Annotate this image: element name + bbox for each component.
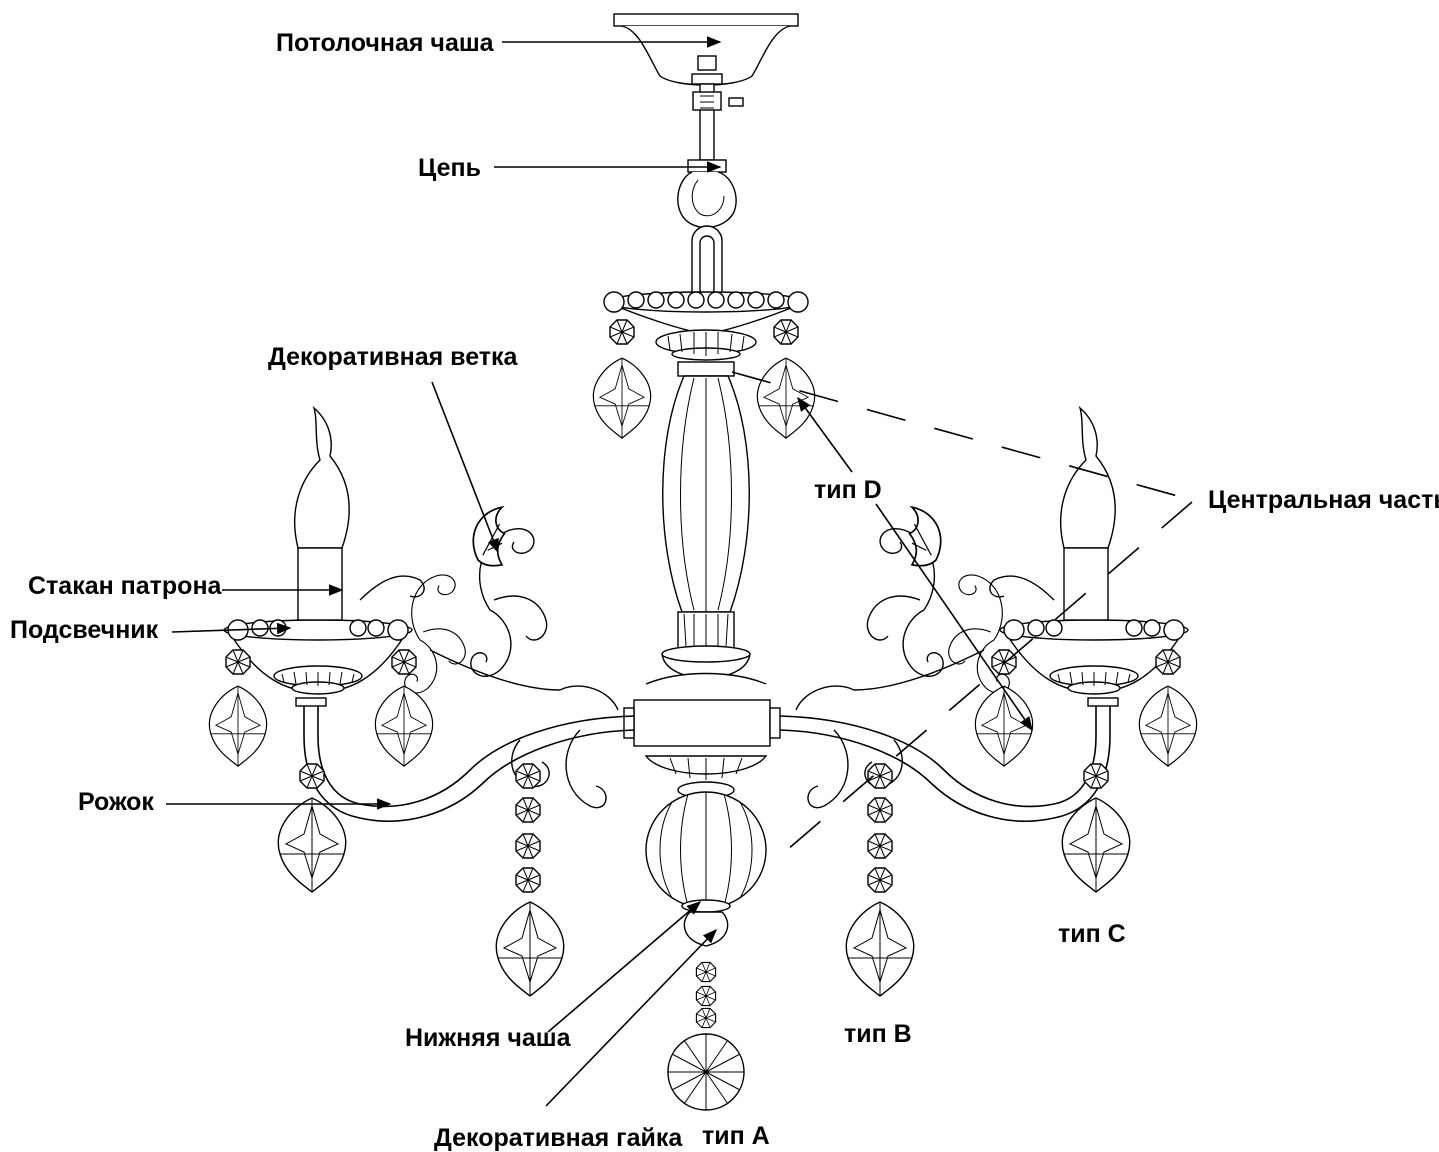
label-type-a: тип A (702, 1122, 770, 1150)
label-central-part: Центральная часть (1208, 486, 1439, 514)
label-socket-cup: Стакан патрона (28, 572, 223, 600)
label-lower-bowl: Нижняя чаша (405, 1024, 572, 1052)
label-ceiling-cup: Потолочная чаша (276, 29, 495, 57)
central-part-drawing (603, 291, 809, 947)
leader-lines (166, 36, 1193, 1107)
label-chain: Цепь (418, 154, 481, 182)
label-type-c: тип C (1058, 920, 1126, 948)
ceiling-cup-drawing (613, 13, 799, 307)
label-decorative-nut: Декоративная гайка (434, 1124, 683, 1152)
labels: Потолочная чаша Цепь Декоративная ветка … (10, 29, 1439, 1152)
crystals-drawing (208, 319, 1198, 1111)
label-candle-holder: Подсвечник (10, 616, 159, 644)
label-type-b: тип B (844, 1020, 912, 1048)
label-type-d: тип D (814, 476, 882, 504)
label-decorative-branch: Декоративная ветка (268, 343, 519, 371)
decorative-branches-drawing (359, 506, 1055, 694)
label-arm: Рожок (78, 788, 154, 816)
